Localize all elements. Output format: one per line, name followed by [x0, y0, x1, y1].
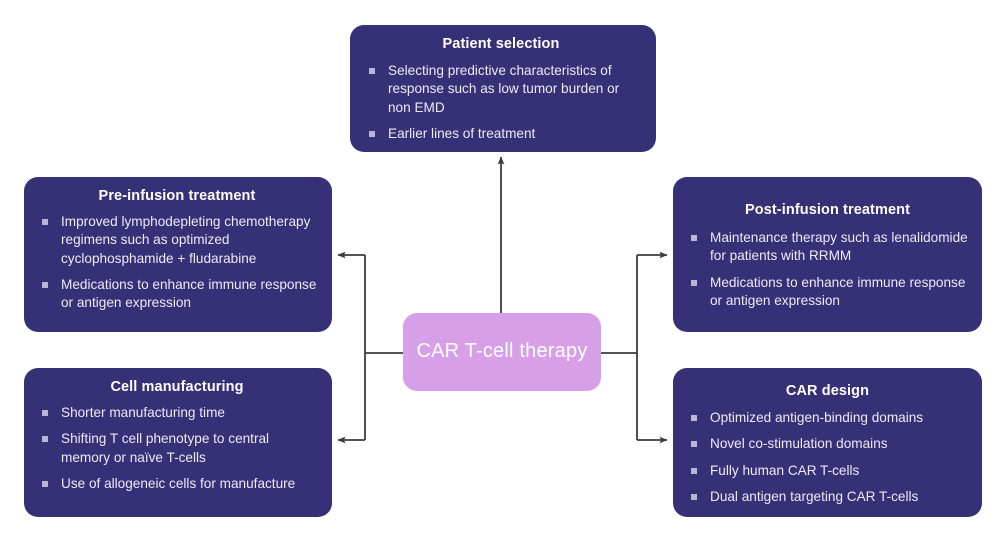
- list-item: Dual antigen targeting CAR T-cells: [685, 488, 970, 506]
- list-item-text: Shorter manufacturing time: [61, 405, 225, 421]
- bullet-list-car-design: Optimized antigen-binding domains Novel …: [685, 409, 970, 505]
- node-pre-infusion-treatment[interactable]: Pre-infusion treatment Improved lymphode…: [24, 177, 332, 332]
- list-item-text: Use of allogeneic cells for manufacture: [61, 475, 296, 491]
- node-title-car-design: CAR design: [785, 383, 870, 399]
- list-item: Medications to enhance immune response o…: [685, 274, 970, 310]
- list-item-text: Improved lymphodepleting chemotherapy re…: [61, 214, 311, 266]
- bullet-list-pre-infusion-treatment: Improved lymphodepleting chemotherapy re…: [36, 213, 318, 311]
- node-title-post-infusion-treatment: Post-infusion treatment: [744, 202, 911, 218]
- square-bullet-icon: [42, 480, 48, 487]
- list-item-text: Medications to enhance immune response o…: [61, 276, 317, 310]
- square-bullet-icon: [369, 130, 375, 137]
- list-item-text: Maintenance therapy such as lenalidomide…: [710, 230, 968, 264]
- list-item: Maintenance therapy such as lenalidomide…: [685, 229, 970, 265]
- square-bullet-icon: [42, 436, 48, 443]
- node-patient-selection[interactable]: Patient selection Selecting predictive c…: [350, 25, 656, 152]
- list-item: Optimized antigen-binding domains: [685, 409, 970, 427]
- list-item-text: Novel co-stimulation domains: [710, 436, 888, 452]
- list-item-text: Earlier lines of treatment: [388, 125, 536, 141]
- list-item: Novel co-stimulation domains: [685, 435, 970, 453]
- square-bullet-icon: [691, 467, 697, 474]
- square-bullet-icon: [691, 493, 697, 500]
- node-title-pre-infusion-treatment: Pre-infusion treatment: [98, 188, 256, 204]
- square-bullet-icon: [369, 68, 375, 75]
- connector-center-to-right: [601, 251, 668, 444]
- square-bullet-icon: [42, 219, 48, 226]
- list-item: Use of allogeneic cells for manufacture: [36, 475, 318, 493]
- list-item: Selecting predictive characteristics of …: [363, 62, 639, 116]
- list-item-text: Shifting T cell phenotype to central mem…: [61, 431, 270, 465]
- list-item-text: Medications to enhance immune response o…: [710, 274, 966, 308]
- node-post-infusion-treatment[interactable]: Post-infusion treatment Maintenance ther…: [673, 177, 982, 332]
- square-bullet-icon: [42, 410, 48, 417]
- list-item: Medications to enhance immune response o…: [36, 276, 318, 312]
- center-node-label: CAR T-cell therapy: [416, 340, 588, 363]
- node-title-cell-manufacturing: Cell manufacturing: [110, 379, 244, 395]
- node-car-t-cell-therapy-center[interactable]: CAR T-cell therapy: [403, 313, 601, 391]
- list-item: Shifting T cell phenotype to central mem…: [36, 430, 318, 466]
- square-bullet-icon: [691, 279, 697, 286]
- square-bullet-icon: [42, 281, 48, 288]
- square-bullet-icon: [691, 235, 697, 242]
- list-item: Fully human CAR T-cells: [685, 462, 970, 480]
- node-title-patient-selection: Patient selection: [442, 36, 560, 52]
- list-item: Shorter manufacturing time: [36, 404, 318, 422]
- bullet-list-cell-manufacturing: Shorter manufacturing time Shifting T ce…: [36, 404, 318, 492]
- list-item: Earlier lines of treatment: [363, 125, 639, 143]
- bullet-list-patient-selection: Selecting predictive characteristics of …: [363, 62, 639, 142]
- node-cell-manufacturing[interactable]: Cell manufacturing Shorter manufacturing…: [24, 368, 332, 517]
- list-item-text: Fully human CAR T-cells: [710, 462, 860, 478]
- list-item-text: Optimized antigen-binding domains: [710, 410, 924, 426]
- connector-center-to-left: [337, 251, 403, 444]
- square-bullet-icon: [691, 415, 697, 422]
- list-item-text: Dual antigen targeting CAR T-cells: [710, 488, 919, 504]
- node-car-design[interactable]: CAR design Optimized antigen-binding dom…: [673, 368, 982, 517]
- list-item: Improved lymphodepleting chemotherapy re…: [36, 213, 318, 267]
- square-bullet-icon: [691, 441, 697, 448]
- bullet-list-post-infusion-treatment: Maintenance therapy such as lenalidomide…: [685, 229, 970, 309]
- list-item-text: Selecting predictive characteristics of …: [388, 63, 620, 115]
